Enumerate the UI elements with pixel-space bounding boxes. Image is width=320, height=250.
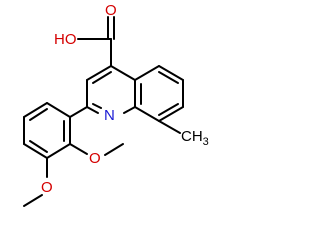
hydroxyl-label: HO [54, 31, 77, 48]
bond-ph3-ph4-double [29, 140, 48, 153]
bond-oxygen-methyl-lower [23, 194, 43, 207]
methyl-label-main: CH [181, 128, 203, 145]
bond-ph5-ph6 [23, 102, 48, 118]
bond-c8-c8a [134, 106, 160, 122]
bond-c4a-c5 [134, 65, 160, 81]
bond-c3-c4 [86, 65, 112, 81]
carbonyl-oxygen-label: O [105, 2, 117, 19]
bond-c8a-n [123, 106, 136, 114]
methoxy-oxygen-lower-label: O [41, 179, 53, 196]
bond-ph2-oxygen [69, 143, 88, 155]
bond-ph6-ph1 [46, 102, 71, 118]
bond-c8-methyl [158, 120, 181, 134]
bond-oxygen-methyl-upper [104, 143, 124, 156]
bond-c5-c6 [158, 65, 184, 81]
bond-ph2-ph3 [46, 143, 71, 159]
bond-c2-phenyl [69, 106, 88, 118]
bond-c4-c4a [110, 65, 136, 81]
bond-c3-c4-double [92, 71, 112, 84]
methyl-label-subscript: 3 [203, 136, 209, 148]
bond-lines [23, 16, 184, 207]
bond-c5-c6-double [158, 71, 179, 84]
atom-labels: HO O N CH3 O O [41, 2, 209, 196]
ring-nitrogen-label: N [104, 107, 115, 124]
methoxy-oxygen-upper-label: O [89, 150, 101, 167]
methyl-label: CH3 [181, 128, 209, 148]
bond-ph5-ph6-double [29, 108, 48, 121]
bond-c7-c8 [158, 106, 184, 122]
bond-c7-c8-double [158, 103, 179, 116]
bond-n-c2 [86, 106, 99, 114]
bond-ph3-ph4 [23, 143, 48, 159]
chemical-structure-diagram: HO O N CH3 O O [23, 2, 209, 207]
bond-c2-n-double [92, 103, 102, 109]
